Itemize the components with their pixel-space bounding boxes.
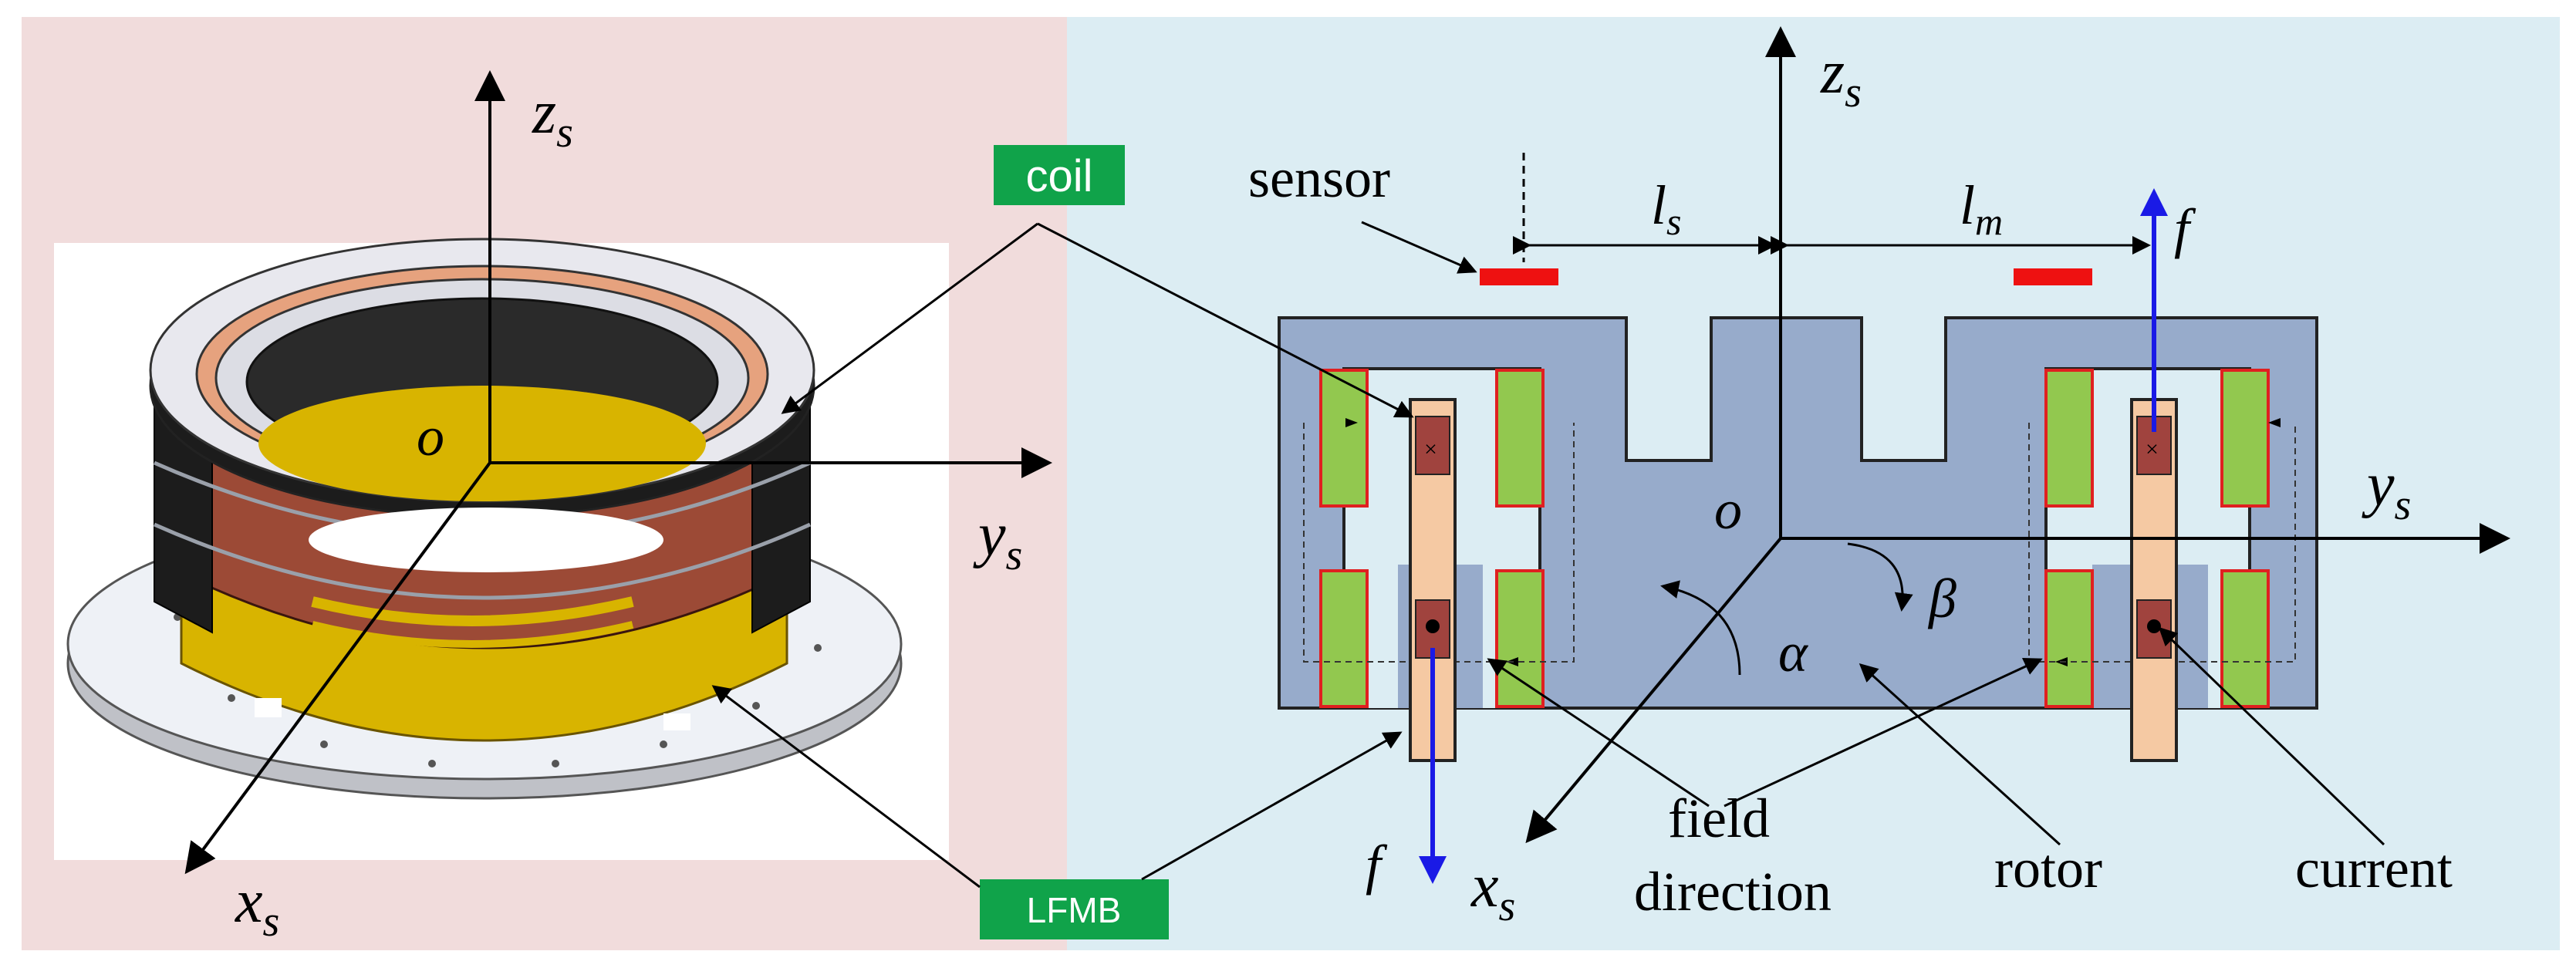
- magnet: [1319, 569, 1369, 708]
- magnet: [2044, 569, 2094, 708]
- current-into-mark: ×: [2146, 437, 2159, 462]
- magnet: [2044, 369, 2094, 508]
- housing-slot: [663, 713, 690, 730]
- right-x-axis: [1525, 537, 1782, 844]
- right-axes: zs ys xs o ls lm: [1470, 26, 2510, 930]
- bore-gold-floor: [258, 386, 706, 501]
- current-out-dot: [1426, 619, 1440, 633]
- left-origin-label: o: [417, 406, 444, 467]
- right-origin-label: o: [1714, 479, 1742, 541]
- coil-tag-label: coil: [1025, 151, 1092, 201]
- field-direction-label: field direction: [1634, 788, 1832, 922]
- rotor-label: rotor: [1994, 838, 2102, 899]
- left-slot-outline: [1342, 367, 1541, 708]
- current-into-mark: ×: [1424, 437, 1437, 462]
- right-z-label: zs: [1820, 39, 1862, 116]
- left-x-label: xs: [235, 868, 279, 946]
- lfmb-tag-background: [980, 879, 1169, 939]
- sensor-right: [2014, 268, 2092, 285]
- right-x-label: xs: [1470, 852, 1515, 930]
- lfmb-tag: LFMB: [980, 879, 1169, 939]
- housing-slot: [255, 698, 282, 717]
- tag-pointers: [711, 222, 1414, 889]
- sensor-left: [1480, 268, 1558, 285]
- lfmb-tag-label: LFMB: [1027, 890, 1122, 930]
- label-pointers: [1487, 626, 2385, 846]
- current-out-dot: [2147, 619, 2161, 633]
- coil-slot: [311, 596, 634, 626]
- magnet: [1495, 569, 1545, 708]
- right-y-label: ys: [2362, 451, 2411, 529]
- current-label: current: [2295, 838, 2453, 899]
- coil-tag: coil: [994, 145, 1125, 205]
- coil-slot: [311, 621, 634, 648]
- bearing-3d-render: [54, 238, 949, 860]
- right-labels: sensor f f α β field direction rotor cur…: [1248, 147, 2453, 922]
- dimension-ls-label: ls: [1651, 174, 1681, 243]
- cross-section: × ×: [1278, 188, 2318, 884]
- left-x-axis: [184, 461, 491, 875]
- alpha-rotation-arrow: [1660, 580, 1741, 676]
- magnet: [1319, 369, 1369, 508]
- magnet: [1495, 369, 1545, 508]
- beta-label: β: [1927, 568, 1956, 629]
- beta-rotation-arrow: [1847, 542, 1913, 612]
- coil-block: [1415, 416, 1450, 475]
- left-y-label: ys: [973, 501, 1022, 579]
- magnet: [2220, 569, 2270, 708]
- coil-tag-background: [994, 145, 1125, 205]
- sensor-pointer: [1361, 221, 1477, 274]
- left-z-label: zs: [532, 79, 573, 157]
- bore-white-base: [309, 508, 663, 572]
- dimension-lm-label: lm: [1960, 174, 2003, 243]
- sensor-label: sensor: [1248, 147, 1390, 209]
- magnet: [2220, 369, 2270, 508]
- left-axes: zs ys xs o: [184, 70, 1052, 946]
- alpha-label: α: [1778, 622, 1808, 683]
